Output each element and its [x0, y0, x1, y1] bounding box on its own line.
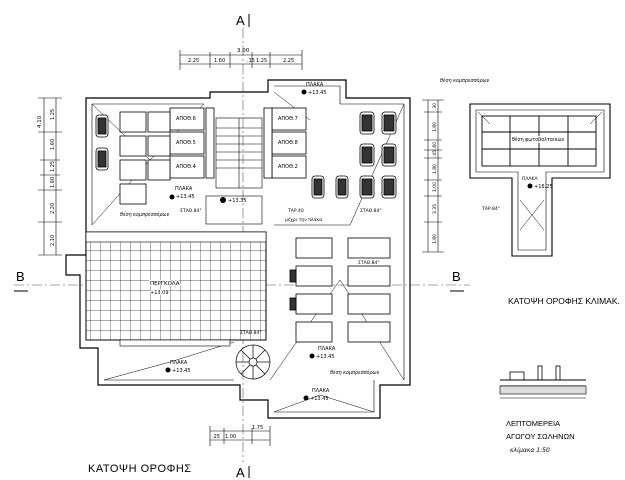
dim-left-3: 1.25 — [50, 161, 56, 172]
compressor-label-stair: θέση κομπρεσσόρων — [440, 77, 490, 84]
pergola-label: ΠΕΡΓΚΟΛΑ — [150, 281, 180, 287]
tank-label-4: ΑΠΟΘ.4 — [176, 164, 196, 170]
tap-right-1: ΣΤΑΘ.84° — [360, 208, 382, 214]
compressor-units-right — [311, 111, 397, 199]
dim-left-5: 2.20 — [50, 203, 56, 214]
tap-left: ΣΤΑΘ.84° — [180, 208, 202, 214]
dim-right-6: 1.00 — [432, 182, 438, 192]
tap-spiral: ΣΤΑΘ.84° — [240, 330, 262, 336]
tap-note: μέχρι την πλάκα — [285, 216, 322, 223]
detail-title-2: ΑΓΩΓΟΥ ΣΩΛΗΝΩΝ — [506, 432, 575, 441]
compressor-units-left — [95, 111, 171, 205]
spiral-stair — [235, 344, 271, 380]
dim-top-total: 3.00 — [237, 48, 250, 54]
plaka-left-level: +13.45 — [176, 194, 195, 200]
dim-bottom-1: 1.00 — [225, 434, 236, 440]
plaka-left-marker — [169, 194, 175, 200]
dim-top-3: .15 — [247, 58, 255, 64]
section-a-bottom-label: Α — [236, 465, 245, 480]
pergola-level: +13.09 — [150, 290, 169, 296]
tank-label-6: ΑΠΟΘ.6 — [176, 116, 196, 122]
dim-right-8: 1.80 — [432, 234, 438, 244]
dim-right-4: .45 — [432, 150, 438, 157]
dim-right-7: 3.35 — [432, 204, 438, 214]
bottom-dimensions — [209, 426, 271, 446]
plaka-left-low-marker — [165, 367, 171, 373]
left-dimensions — [38, 97, 62, 256]
dim-right-2: 1.80 — [432, 122, 438, 132]
plaka-mid-level: +13.45 — [316, 354, 335, 360]
pergola-area — [85, 231, 267, 347]
section-b-right-label: Β — [452, 269, 461, 284]
dim-bottom-3: .25 — [212, 434, 220, 440]
tank-group-right — [263, 107, 307, 179]
plaka-mid-label: ΠΛΑΚΑ — [318, 346, 336, 352]
dim-bottom-2: 1.75 — [252, 425, 263, 431]
dim-left-1: 1.25 — [50, 109, 56, 120]
detail-scale: κλίμακα 1:50 — [510, 447, 550, 454]
dim-top-1: 2.25 — [188, 58, 199, 64]
dim-left-2: 1.60 — [50, 139, 56, 150]
dim-right-1: .30 — [432, 103, 438, 110]
plaka-bottom-marker — [303, 395, 309, 401]
dim-left-6: 2.10 — [50, 235, 56, 246]
dim-top-5: 2.25 — [283, 58, 294, 64]
plaka-top-label: ΠΛΑΚΑ — [306, 82, 324, 88]
stair-roof-plaka: ΠΛΑΚΑ — [522, 176, 538, 182]
plaka-left-label: ΠΛΑΚΑ — [175, 186, 193, 192]
section-a-top-label: Α — [236, 13, 245, 28]
dim-top-4: 1.25 — [256, 58, 267, 64]
tap-right-2: ΣΤΑΘ.84° — [358, 260, 380, 266]
dim-left-4: 1.60 — [50, 177, 56, 188]
compressor-label-left: θέση κομπρεσσόρων — [120, 211, 170, 218]
stair-level: +13.35 — [228, 198, 247, 204]
plaka-left-low-label: ΠΛΑΚΑ — [170, 360, 188, 366]
photovoltaic-panels — [481, 115, 597, 167]
stair-roof-dimensions — [422, 99, 444, 253]
tank-label-7: ΑΠΟΘ.7 — [278, 116, 298, 122]
compressor-label-bottom: θέση κομπρεσσόρων — [330, 369, 380, 376]
tap-mid: ΤΑΡ.40 — [287, 208, 304, 214]
plaka-left-low-level: +13.45 — [172, 368, 191, 374]
solar-collectors-right — [289, 237, 391, 343]
pipe-detail — [499, 365, 587, 399]
section-b-left-label: Β — [16, 269, 25, 284]
plaka-bottom-label: ΠΛΑΚΑ — [312, 388, 330, 394]
photovoltaic-label: θέση φωτοβολταικών — [512, 136, 564, 143]
stair-roof-slopes — [477, 111, 603, 231]
dim-left-total: 4.10 — [37, 115, 43, 128]
plaka-mid-marker — [309, 353, 315, 359]
plaka-top-level: +13.45 — [308, 90, 327, 96]
tank-label-8: ΑΠΟΘ.8 — [278, 140, 298, 146]
dim-right-3: .60 — [432, 142, 438, 149]
stair-roof-outline — [469, 103, 611, 257]
stair-roof-level: +16.25 — [534, 184, 553, 190]
stair-roof-title: ΚΑΤΟΨΗ ΟΡΟΦΗΣ ΚΛΙΜΑΚ. — [508, 296, 620, 306]
dim-right-5: 1.80 — [432, 164, 438, 174]
detail-title-1: ΛΕΠΤΟΜΕΡΕΙΑ — [506, 419, 560, 428]
dim-top-2: 1.60 — [214, 58, 225, 64]
main-title: ΚΑΤΟΨΗ ΟΡΟΦΗΣ — [88, 463, 192, 475]
top-dimensions — [179, 50, 303, 70]
tank-label-2: ΑΠΟΘ.2 — [278, 164, 298, 170]
tank-label-5: ΑΠΟΘ.5 — [176, 140, 196, 146]
plaka-top-marker — [301, 89, 307, 95]
stair-roof-tap: ΤΑΡ.84° — [481, 206, 500, 212]
roof-outline — [65, 79, 411, 419]
stair-core — [205, 117, 263, 225]
stair-level-marker — [220, 197, 226, 203]
plaka-bottom-level: +13.45 — [310, 396, 329, 402]
stair-roof-marker — [527, 183, 533, 189]
